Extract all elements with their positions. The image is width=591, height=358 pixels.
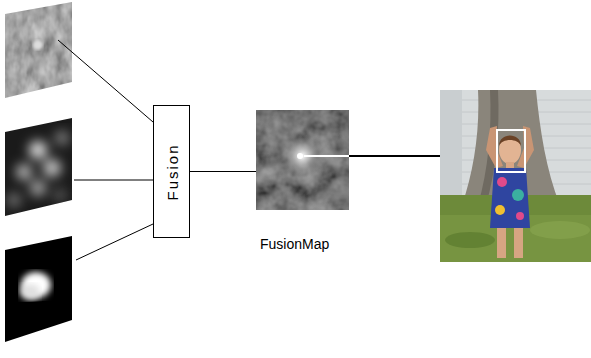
box-label: Fusion xyxy=(163,143,180,200)
photo xyxy=(440,90,591,262)
connector xyxy=(190,171,256,172)
pointer-line xyxy=(349,155,440,157)
fusion-map-image xyxy=(256,110,349,210)
input-line xyxy=(76,224,153,260)
feature-map xyxy=(0,110,80,220)
input-line xyxy=(74,180,153,181)
pointer-line xyxy=(304,155,349,157)
fusion-map-node: FusionMap xyxy=(256,110,349,210)
image-caption: FusionMap xyxy=(260,236,329,252)
input-line xyxy=(58,40,153,122)
feature-map xyxy=(0,230,80,350)
fusion-box: Fusion xyxy=(153,105,190,238)
feature-map xyxy=(0,0,80,100)
